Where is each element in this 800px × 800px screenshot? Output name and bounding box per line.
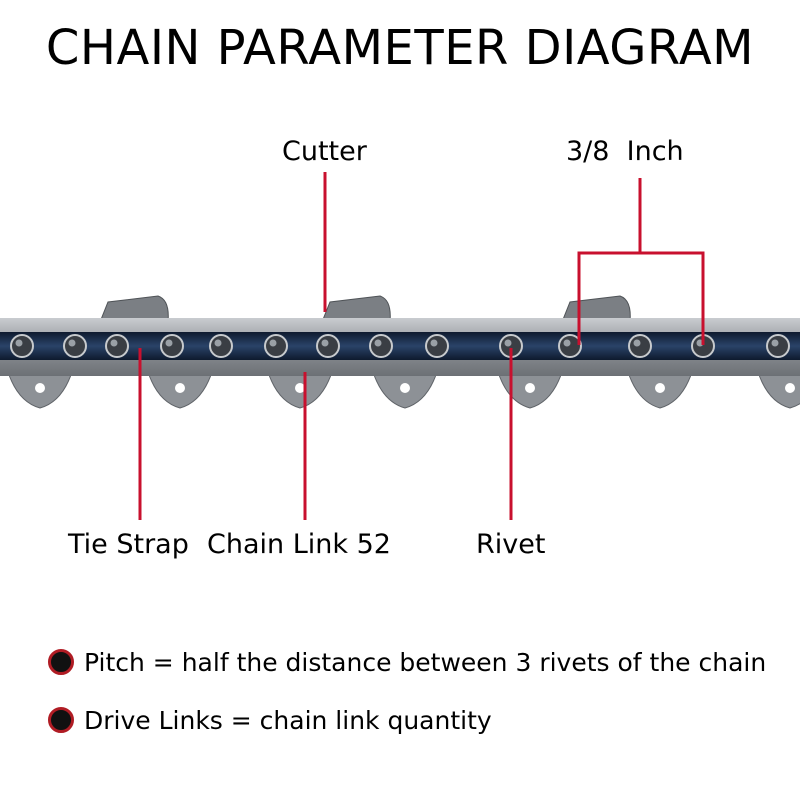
rivet-highlight xyxy=(374,339,382,347)
rivets-row xyxy=(10,334,790,358)
rivet xyxy=(766,334,790,358)
rivet xyxy=(628,334,652,358)
rivet-highlight xyxy=(110,339,118,347)
rivet-highlight xyxy=(214,339,222,347)
rivet-highlight xyxy=(321,339,329,347)
bullet-dot-icon xyxy=(48,649,74,675)
tie-strap-label: Tie Strap xyxy=(68,529,189,560)
rivet xyxy=(63,334,87,358)
rivet-highlight xyxy=(633,339,641,347)
rivet xyxy=(160,334,184,358)
rivet-highlight xyxy=(771,339,779,347)
rivet xyxy=(105,334,129,358)
pitch-label: 3/8 Inch xyxy=(566,136,684,167)
tang-hole xyxy=(175,383,185,393)
rivet xyxy=(425,334,449,358)
drive-links-definition: Drive Links = chain link quantity xyxy=(0,700,800,740)
rivet xyxy=(10,334,34,358)
rivet-label: Rivet xyxy=(476,529,546,560)
rivet xyxy=(264,334,288,358)
rivet xyxy=(558,334,582,358)
tang-hole xyxy=(400,383,410,393)
drive-link-tangs xyxy=(7,371,800,409)
rivet-highlight xyxy=(15,339,23,347)
tang-hole xyxy=(655,383,665,393)
cutter-label: Cutter xyxy=(282,136,367,167)
rivet-highlight xyxy=(430,339,438,347)
drive-link-tang xyxy=(757,371,800,409)
bullet-dot-icon xyxy=(48,707,74,733)
drive-links-definition-text: Drive Links = chain link quantity xyxy=(84,705,492,735)
tang-hole xyxy=(35,383,45,393)
rivet-highlight xyxy=(269,339,277,347)
rivet xyxy=(209,334,233,358)
rivet-highlight xyxy=(563,339,571,347)
rivet-highlight xyxy=(165,339,173,347)
rivet xyxy=(316,334,340,358)
pitch-definition: Pitch = half the distance between 3 rive… xyxy=(0,642,800,682)
tang-hole xyxy=(295,383,305,393)
rivet-highlight xyxy=(504,339,512,347)
tang-hole xyxy=(525,383,535,393)
chain-center-band xyxy=(0,332,800,360)
saw-chain xyxy=(0,295,800,409)
pointer-lines xyxy=(138,172,705,520)
rivet xyxy=(369,334,393,358)
diagram-title: CHAIN PARAMETER DIAGRAM xyxy=(45,20,755,76)
rivet-highlight xyxy=(68,339,76,347)
chain-link-label: Chain Link 52 xyxy=(207,529,391,560)
pitch-definition-text: Pitch = half the distance between 3 rive… xyxy=(84,647,767,677)
tang-hole xyxy=(785,383,795,393)
